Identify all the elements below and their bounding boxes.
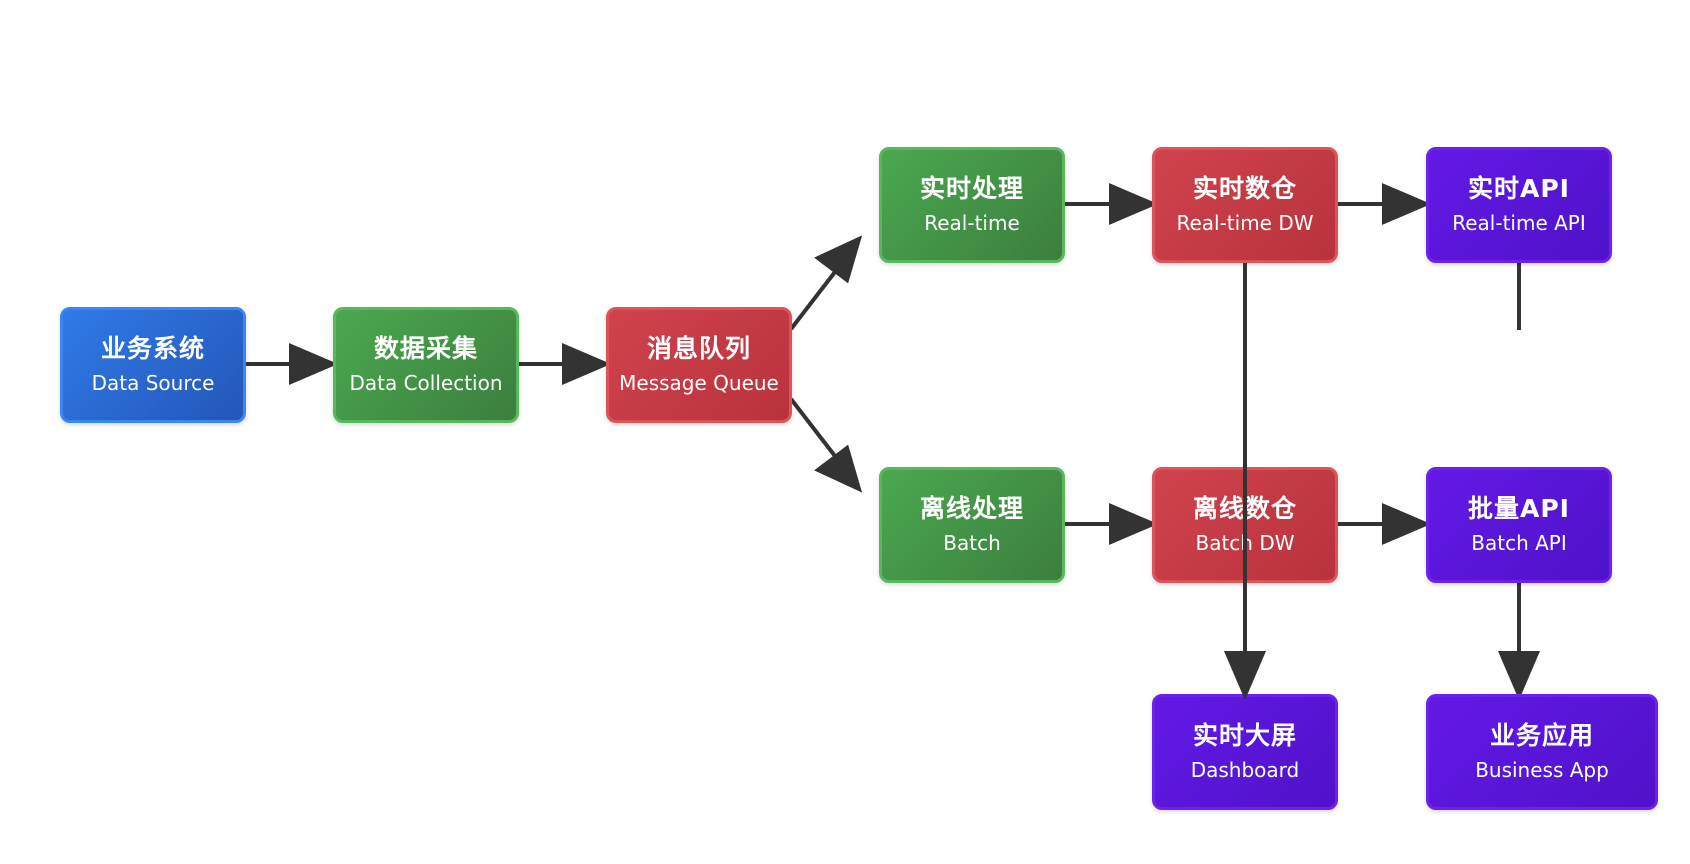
node-title-en: Batch API [1471,531,1567,555]
arrowhead-queue-to-batch [814,444,863,493]
node-title-en: Real-time API [1452,211,1586,235]
node-batch-processing[interactable]: 离线处理 Batch [879,467,1065,583]
node-title-en: Data Collection [349,371,503,395]
node-title-zh: 业务应用 [1489,721,1594,750]
node-title-zh: 离线数仓 [1192,494,1297,523]
node-title-zh: 实时数仓 [1192,174,1297,203]
node-title-en: Real-time DW [1176,211,1314,235]
node-realtime-api[interactable]: 实时API Real-time API [1426,147,1612,263]
node-title-en: Real-time [924,211,1020,235]
node-data-source[interactable]: 业务系统 Data Source [60,307,246,423]
node-title-en: Business App [1475,758,1609,782]
arrowhead-rtdw-to-dashboard [1223,651,1267,701]
node-title-zh: 离线处理 [919,494,1024,523]
node-title-zh: 数据采集 [373,334,478,363]
node-batch-api[interactable]: 批量API Batch API [1426,467,1612,583]
node-title-zh: 实时API [1468,174,1570,203]
node-message-queue[interactable]: 消息队列 Message Queue [606,307,792,423]
node-realtime-processing[interactable]: 实时处理 Real-time [879,147,1065,263]
node-batch-dw[interactable]: 离线数仓 Batch DW [1152,467,1338,583]
arrowhead-batchdw-to-batchapi [1382,502,1432,546]
node-business-app[interactable]: 业务应用 Business App [1426,694,1658,810]
node-title-en: Data Source [91,371,215,395]
node-title-zh: 批量API [1468,494,1570,523]
arrowhead-batch-to-dw [1109,502,1159,546]
arrowhead-batchapi-to-app [1497,651,1541,701]
arrowhead-collection-to-queue [562,342,612,386]
arrowhead-rtdw-to-rtapi [1382,182,1432,226]
node-data-collection[interactable]: 数据采集 Data Collection [333,307,519,423]
node-title-en: Batch [943,531,1001,555]
node-title-en: Message Queue [619,371,779,395]
edge-queue-to-batch [789,397,840,462]
arrowhead-source-to-collection [289,342,339,386]
edge-queue-to-realtime [789,266,840,331]
node-title-zh: 实时处理 [919,174,1024,203]
node-title-zh: 业务系统 [100,334,205,363]
node-title-en: Batch DW [1195,531,1295,555]
node-realtime-dw[interactable]: 实时数仓 Real-time DW [1152,147,1338,263]
node-title-zh: 实时大屏 [1192,721,1297,750]
node-title-en: Dashboard [1190,758,1300,782]
arrowhead-realtime-to-dw [1109,182,1159,226]
arrowhead-queue-to-realtime [814,235,863,284]
node-dashboard[interactable]: 实时大屏 Dashboard [1152,694,1338,810]
node-title-zh: 消息队列 [646,334,751,363]
